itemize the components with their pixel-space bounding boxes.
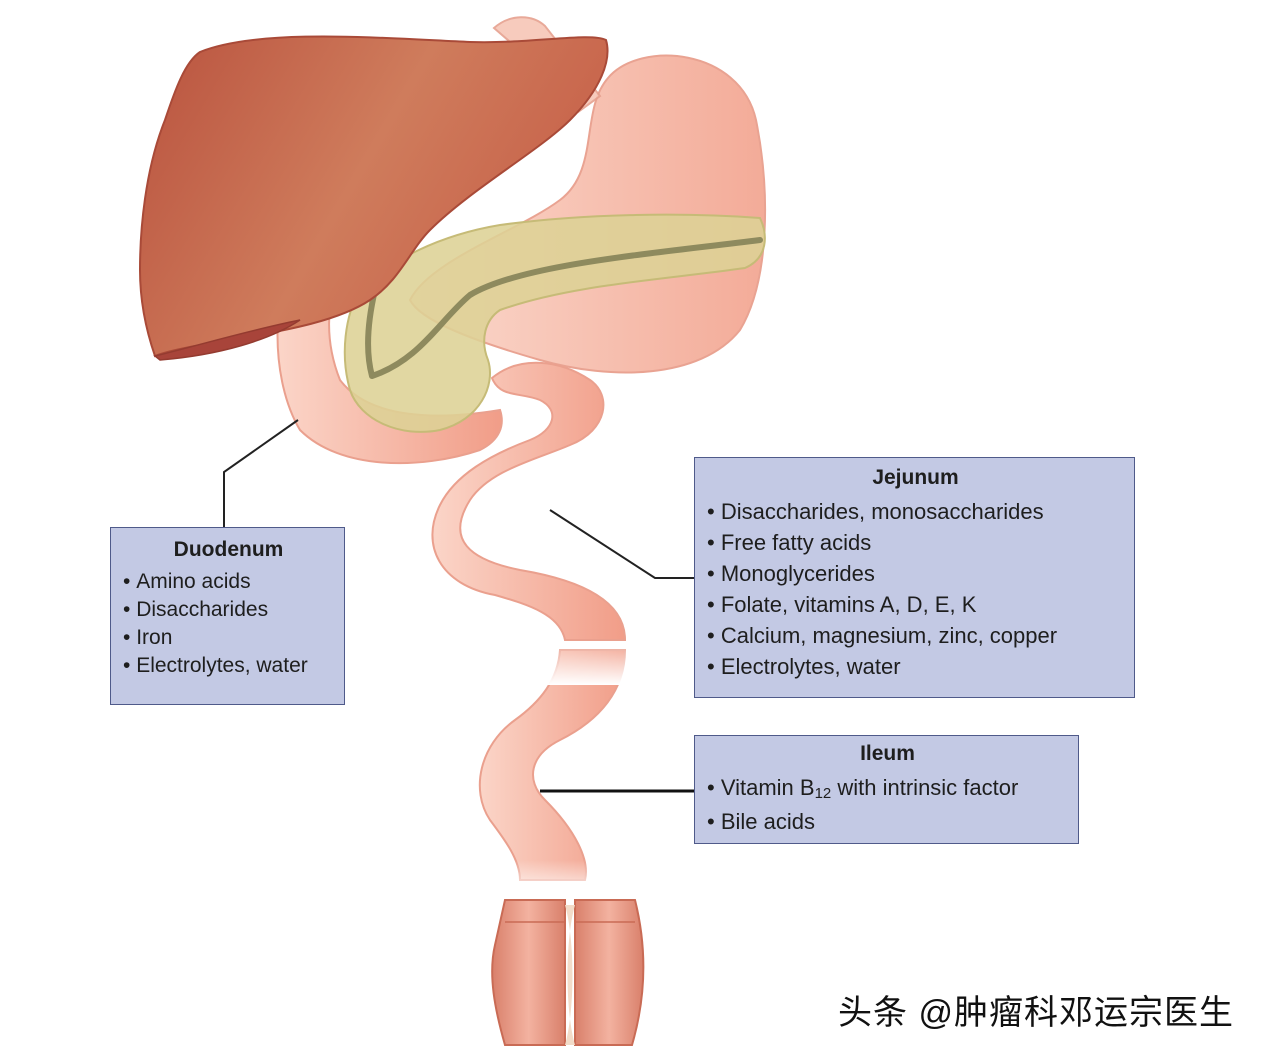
duodenum-list: Amino acids Disaccharides Iron Electroly…: [123, 568, 334, 680]
b12-prefix: Vitamin B: [720, 775, 815, 800]
duodenum-label-box: Duodenum Amino acids Disaccharides Iron …: [110, 527, 345, 705]
duodenum-leader-line: [223, 419, 299, 527]
list-item: Amino acids: [123, 568, 334, 596]
jejunum-label-box: Jejunum Disaccharides, monosaccharides F…: [694, 457, 1135, 698]
ileum-title: Ileum: [860, 742, 915, 765]
list-item: Bile acids: [707, 806, 1068, 837]
ileum-list: Vitamin B12 with intrinsic factor Bile a…: [707, 772, 1068, 837]
watermark: 头条 @肿瘤科邓运宗医生: [838, 994, 1234, 1032]
jejunum-title: Jejunum: [872, 466, 959, 489]
list-item: Electrolytes, water: [707, 651, 1124, 682]
list-item: Iron: [123, 624, 334, 652]
list-item: Monoglycerides: [707, 558, 1124, 589]
b12-suffix: with intrinsic factor: [831, 775, 1019, 800]
list-item: Disaccharides: [123, 596, 334, 624]
list-item: Folate, vitamins A, D, E, K: [707, 589, 1124, 620]
liver: [138, 35, 609, 361]
ileum-label-box: Ileum Vitamin B12 with intrinsic factor …: [694, 735, 1079, 844]
list-item: Free fatty acids: [707, 527, 1124, 558]
duodenum: [276, 238, 503, 465]
list-item: Electrolytes, water: [123, 652, 334, 680]
jejunum-segment: [431, 361, 627, 641]
list-item: Calcium, magnesium, zinc, copper: [707, 620, 1124, 651]
list-item: Vitamin B12 with intrinsic factor: [707, 772, 1068, 806]
jejunum-list: Disaccharides, monosaccharides Free fatt…: [707, 496, 1124, 682]
list-item: Disaccharides, monosaccharides: [707, 496, 1124, 527]
b12-subscript: 12: [814, 785, 832, 802]
duodenum-title: Duodenum: [173, 538, 284, 561]
colon-segment: [491, 899, 645, 1046]
jejunum-leader-line: [549, 509, 694, 579]
